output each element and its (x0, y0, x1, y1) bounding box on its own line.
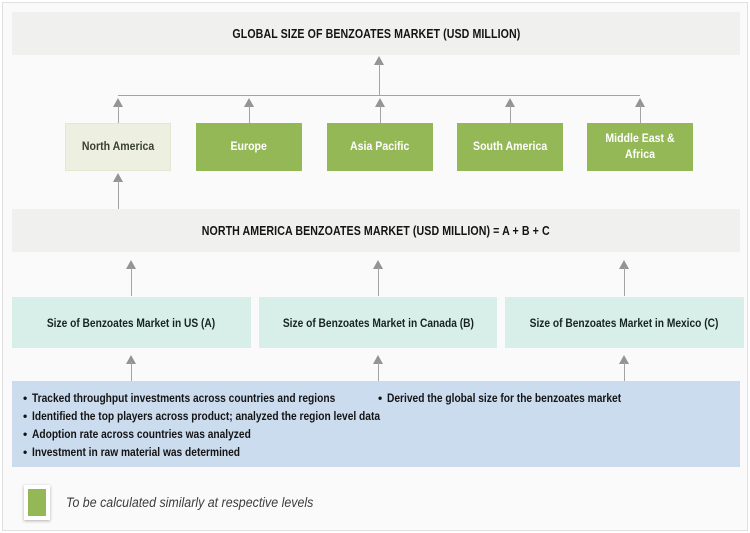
arrow-region-asia-pacific (375, 98, 385, 124)
legend-label: To be calculated similarly at respective… (66, 495, 314, 510)
bullet-icon: • (23, 391, 28, 405)
region-box-europe: Europe (196, 123, 302, 171)
region-label: South America (472, 139, 548, 154)
bullet-icon: • (23, 409, 28, 423)
arrowhead-icon (635, 98, 645, 107)
arrow-canada-to-na (373, 260, 383, 296)
arrowhead-icon (375, 98, 385, 107)
arrowhead-icon (126, 355, 136, 364)
methodology-bullet: • Adoption rate across countries was ana… (23, 427, 252, 441)
arrow-method-mexico (619, 355, 629, 381)
north-america-market-bar: NORTH AMERICA BENZOATES MARKET (USD MILL… (12, 209, 740, 252)
region-box-south-america: South America (457, 123, 563, 171)
region-label: Europe (230, 139, 268, 154)
country-box-mexico: Size of Benzoates Market in Mexico (C) (505, 297, 744, 348)
global-market-bar: GLOBAL SIZE OF BENZOATES MARKET (USD MIL… (12, 12, 740, 55)
region-box-asia-pacific: Asia Pacific (327, 123, 433, 171)
arrow-mexico-to-na (619, 260, 629, 296)
arrow-region-europe (244, 98, 254, 124)
methodology-right-column: • Derived the global size for the benzoa… (378, 392, 663, 405)
arrow-region-north-america (113, 98, 123, 124)
arrowhead-icon (619, 355, 629, 364)
methodology-bullet: • Investment in raw material was determi… (23, 445, 241, 459)
arrowhead-icon (619, 260, 629, 269)
bullet-icon: • (23, 445, 28, 459)
arrowhead-icon (244, 98, 254, 107)
arrowhead-icon (505, 98, 515, 107)
arrow-us-to-na (126, 260, 136, 296)
legend-swatch-fill (28, 489, 46, 516)
region-box-middle-east-africa: Middle East & Africa (587, 123, 693, 171)
global-market-title: GLOBAL SIZE OF BENZOATES MARKET (USD MIL… (232, 26, 520, 41)
north-america-market-title: NORTH AMERICA BENZOATES MARKET (USD MILL… (201, 223, 550, 238)
region-label: North America (81, 139, 155, 154)
arrowhead-icon (373, 260, 383, 269)
country-box-canada: Size of Benzoates Market in Canada (B) (259, 297, 497, 348)
arrow-region-south-america (505, 98, 515, 124)
bullet-icon: • (23, 427, 28, 441)
methodology-box: • Tracked throughput investments across … (12, 381, 740, 467)
methodology-bullet: • Identified the top players across prod… (23, 409, 381, 423)
arrow-region-mea (635, 98, 645, 124)
bullet-icon: • (378, 391, 383, 405)
arrowhead-icon (374, 56, 384, 65)
methodology-bullet: • Derived the global size for the benzoa… (378, 391, 622, 405)
arrowhead-icon (113, 173, 123, 182)
legend: To be calculated similarly at respective… (24, 485, 335, 520)
methodology-bullet: • Tracked throughput investments across … (23, 391, 336, 405)
region-label: Middle East & Africa (605, 131, 675, 161)
country-label: Size of Benzoates Market in Canada (B) (282, 315, 474, 330)
region-box-north-america: North America (65, 123, 171, 171)
arrow-method-us (126, 355, 136, 381)
country-label: Size of Benzoates Market in US (A) (47, 315, 216, 330)
arrow-method-canada (373, 355, 383, 381)
methodology-left-column: • Tracked throughput investments across … (23, 392, 442, 459)
region-label: Asia Pacific (350, 139, 410, 154)
arrowhead-icon (373, 355, 383, 364)
legend-swatch (24, 485, 50, 520)
country-box-us: Size of Benzoates Market in US (A) (12, 297, 251, 348)
connector-line (118, 95, 640, 96)
arrow-global (374, 56, 384, 96)
arrowhead-icon (113, 98, 123, 107)
country-label: Size of Benzoates Market in Mexico (C) (530, 315, 719, 330)
arrowhead-icon (126, 260, 136, 269)
arrow-na-box (113, 173, 123, 209)
